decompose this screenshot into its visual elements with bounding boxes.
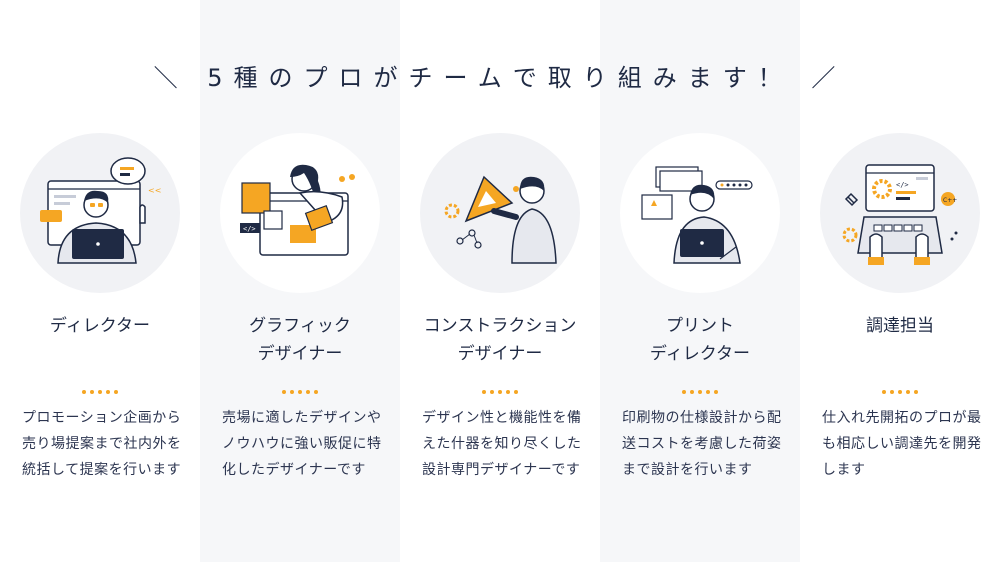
dot-divider: [0, 390, 200, 398]
role-description: 印刷物の仕様設計から配送コストを考慮した荷姿まで設計を行います: [622, 410, 782, 478]
page-title: ＼ 5種のプロがチームで取り組みます！ ／: [153, 64, 847, 92]
print-director-icon: [641, 166, 753, 264]
role-title: グラフィック デザイナー: [249, 316, 351, 364]
graphic-designer-icon: </>: [240, 164, 355, 256]
role-description: プロモーション企画から売り場提案まで社内外を統括して提案を行います: [22, 410, 182, 478]
procurement-icon: </> C++: [842, 164, 958, 265]
role-illustration: </>: [220, 133, 380, 293]
role-title: ディレクター: [49, 316, 151, 336]
role-card-print-director: プリント ディレクター 印刷物の仕様設計から配送コストを考慮した荷姿まで設計を行…: [600, 0, 800, 562]
dot-divider: [600, 390, 800, 398]
role-title: 調達担当: [866, 316, 934, 336]
role-title: プリント ディレクター: [649, 316, 751, 364]
role-illustration: </> C++: [820, 133, 980, 293]
dot-divider: [800, 390, 1000, 398]
role-description: 仕入れ先開拓のプロが最も相応しい調達先を開発します: [822, 410, 982, 478]
svg-text:</>: </>: [896, 181, 909, 189]
role-card-construction-designer: コンストラクション デザイナー デザイン性と機能性を備えた什器を知り尽くした設計…: [400, 0, 600, 562]
role-card-graphic-designer: </> グラフィック デザイナー 売場に適したデザインやノウハウに強い販促に特化…: [200, 0, 400, 562]
role-card-director: << ディレクター プロモーション企画から売り場提案まで社内外を統括して提案を行…: [0, 0, 200, 562]
dot-divider: [200, 390, 400, 398]
role-title: コンストラクション デザイナー: [423, 316, 577, 364]
svg-text:<<: <<: [148, 186, 161, 195]
role-card-procurement: </> C++: [800, 0, 1000, 562]
header: ＼ 5種のプロがチームで取り組みます！ ／: [0, 58, 1000, 98]
role-description: 売場に適したデザインやノウハウに強い販促に特化したデザイナーです: [222, 410, 382, 478]
construction-designer-icon: [444, 175, 557, 264]
director-icon: <<: [40, 157, 161, 264]
svg-text:C++: C++: [943, 197, 957, 204]
svg-text:</>: </>: [243, 225, 256, 233]
role-description: デザイン性と機能性を備えた什器を知り尽くした設計専門デザイナーです: [422, 410, 582, 478]
dot-divider: [400, 390, 600, 398]
role-illustration: <<: [20, 133, 180, 293]
role-illustration: [420, 133, 580, 293]
role-illustration: [620, 133, 780, 293]
